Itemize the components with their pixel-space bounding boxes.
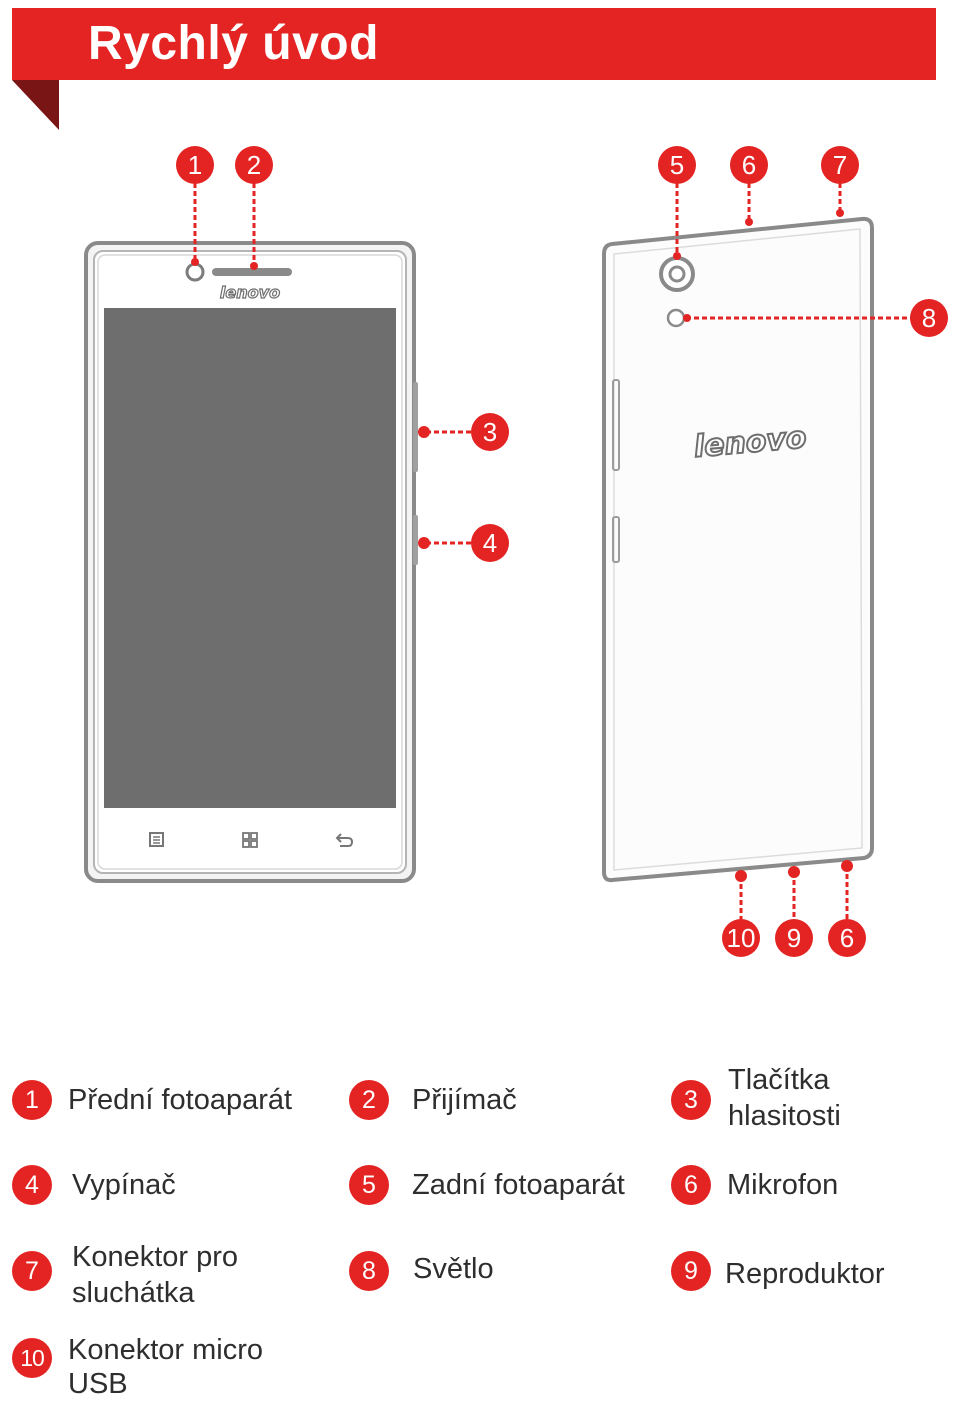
legend-badge-10: 10	[12, 1338, 52, 1378]
home-icon	[242, 832, 258, 848]
legend-label-10-line1: Konektor micro	[68, 1334, 264, 1366]
legend-label-3-line1: Tlačítka	[728, 1064, 830, 1096]
back-power-button	[612, 516, 620, 563]
back-volume-button	[612, 379, 620, 471]
legend-badge-5: 5	[349, 1165, 389, 1205]
callout-badge-5: 5	[658, 146, 696, 184]
svg-text:3: 3	[483, 417, 497, 447]
flash-light	[666, 308, 686, 328]
front-camera	[185, 262, 205, 282]
svg-text:9: 9	[787, 923, 801, 953]
callout-badge-8: 8	[910, 299, 948, 337]
legend-badge-2: 2	[349, 1080, 389, 1120]
svg-text:10: 10	[727, 923, 756, 953]
back-phone-body	[602, 216, 874, 883]
power-button	[413, 515, 418, 565]
legend-label-1: Přední fotoaparát	[68, 1084, 293, 1116]
callout-dot-2	[250, 262, 258, 270]
callout-badge-3: 3	[471, 413, 509, 451]
volume-button	[413, 382, 418, 472]
legend-badge-9: 9	[671, 1251, 711, 1291]
callout-badge-10: 10	[722, 919, 760, 957]
legend: 1 Přední fotoaparát 2 Přijímač 3 Tlačítk…	[0, 1040, 960, 1400]
legend-label-10-line2: USB	[68, 1368, 128, 1400]
svg-text:1: 1	[188, 150, 202, 180]
rear-camera-lens	[668, 265, 686, 283]
callout-badge-1: 1	[176, 146, 214, 184]
svg-text:6: 6	[742, 150, 756, 180]
legend-badge-8: 8	[349, 1251, 389, 1291]
svg-text:4: 4	[483, 528, 497, 558]
svg-text:5: 5	[670, 150, 684, 180]
callout-badge-2: 2	[235, 146, 273, 184]
svg-text:7: 7	[833, 150, 847, 180]
page-title: Rychlý úvod	[88, 17, 379, 70]
callout-badge-9: 9	[775, 919, 813, 957]
legend-badge-7: 7	[12, 1251, 52, 1291]
callout-badge-6-top: 6	[730, 146, 768, 184]
legend-label-8: Světlo	[413, 1253, 494, 1285]
front-phone-inner-edge	[97, 254, 403, 870]
legend-label-9: Reproduktor	[725, 1258, 885, 1290]
callout-dot-3	[418, 426, 430, 438]
callout-dot-6-bottom	[841, 860, 853, 872]
front-phone: lenovo	[84, 241, 418, 883]
legend-label-2: Přijímač	[412, 1084, 517, 1116]
menu-icon	[149, 832, 164, 847]
callout-dot-1	[191, 258, 199, 266]
callout-dot-10	[735, 870, 747, 882]
callout-dot-4	[418, 537, 430, 549]
callout-lines	[193, 183, 912, 920]
legend-label-6: Mikrofon	[727, 1169, 839, 1201]
front-screen	[104, 308, 396, 808]
legend-badge-4: 4	[12, 1165, 52, 1205]
callout-dots	[191, 209, 853, 882]
legend-label-7-line1: Konektor pro	[72, 1241, 239, 1273]
legend-label-3-line2: hlasitosti	[728, 1100, 841, 1132]
svg-text:8: 8	[922, 303, 936, 333]
callout-badge-4: 4	[471, 524, 509, 562]
legend-badge-1: 1	[12, 1080, 52, 1120]
callout-dot-5	[673, 252, 681, 260]
callout-dot-6-top	[745, 218, 753, 226]
svg-text:6: 6	[840, 923, 854, 953]
legend-label-4: Vypínač	[72, 1169, 176, 1201]
front-brand-logo: lenovo	[220, 283, 280, 302]
back-phone-inner-edge	[613, 228, 863, 871]
callout-dot-8	[683, 314, 691, 322]
svg-text:2: 2	[247, 150, 261, 180]
callout-badge-7: 7	[821, 146, 859, 184]
callout-dot-9	[788, 866, 800, 878]
callout-dot-7	[836, 209, 844, 217]
header-banner-fold	[12, 80, 59, 130]
back-phone: lenovo	[602, 216, 874, 883]
legend-badge-6: 6	[671, 1165, 711, 1205]
phone-diagram: lenovo lenovo	[84, 146, 948, 957]
back-icon	[335, 833, 354, 847]
legend-badge-3: 3	[671, 1080, 711, 1120]
legend-label-5: Zadní fotoaparát	[412, 1169, 625, 1201]
header-banner	[12, 8, 936, 80]
legend-label-7-line2: sluchátka	[72, 1277, 195, 1309]
callout-badge-6-bottom: 6	[828, 919, 866, 957]
receiver-grille	[212, 268, 292, 276]
